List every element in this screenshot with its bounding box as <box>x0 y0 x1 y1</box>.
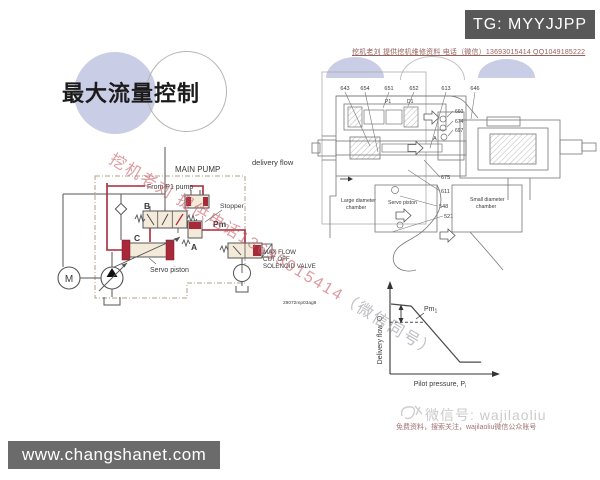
servo-piston-symbol <box>111 236 181 269</box>
delivery-flow-label: delivery flow <box>252 158 294 167</box>
solenoid-valve-symbol <box>219 242 273 293</box>
part-548: 548 <box>439 204 448 210</box>
right-part-labels: 660 674 697 <box>455 109 464 134</box>
semicircle-decor-1 <box>326 57 384 78</box>
delta-arrow-down <box>398 318 404 324</box>
part-646: 646 <box>470 86 479 92</box>
check-valve-icon <box>114 202 128 216</box>
tg-badge-label: TG: MYYJJPP <box>472 15 588 33</box>
valve-a-label: A <box>191 242 197 252</box>
chart-y-label: Delivery flow, Q <box>377 315 384 364</box>
y-axis-arrow <box>387 281 393 289</box>
pm-label: Pm <box>213 219 227 229</box>
pm-pointer <box>415 312 425 320</box>
solenoid-label-1: MAX FLOW <box>263 249 296 256</box>
chamber-region <box>340 176 523 272</box>
header-note: 挖机老刘 提供挖机维修资料 电话（微信）13693015414 QQ104918… <box>352 49 586 56</box>
solenoid-label-3: SOLENOID VALVE <box>263 263 316 270</box>
pump-symbol <box>98 262 128 306</box>
chart-x-label: Pilot pressure, Pi <box>414 381 466 390</box>
stopper-label: Stopper <box>220 203 245 210</box>
wechat-note-watermark: 免费资料，搜索关注，wajilaoliu微信公众账号 <box>396 424 537 431</box>
chamber-labels: Large diameter chamber Servo piston Smal… <box>341 197 505 211</box>
part-521: 521 <box>444 214 453 220</box>
main-pump-boundary <box>94 175 246 299</box>
valve-c-label: C <box>134 233 140 243</box>
servo-piston-section-label: Servo piston <box>388 200 417 206</box>
valve-a <box>181 220 203 248</box>
semicircle-decor-3 <box>478 59 535 78</box>
large-chamber-label-2: chamber <box>346 205 366 211</box>
part-643: 643 <box>340 86 349 92</box>
label-a: A <box>433 136 437 142</box>
part-code: 29072mp03ag8 <box>283 300 317 306</box>
chart-axes <box>389 284 494 375</box>
pilot-lines-red <box>106 183 246 251</box>
main-pump-label: MAIN PUMP <box>175 165 220 174</box>
large-chamber-label-1: Large diameter <box>341 198 376 204</box>
pm-annotation-sub: 1 <box>435 309 438 315</box>
chart-pm-annotation: Pm1 <box>424 306 438 315</box>
part-660: 660 <box>455 109 464 115</box>
part-611: 611 <box>441 189 450 195</box>
mid-part-labels: 675 611 548 521 <box>439 175 453 220</box>
part-675: 675 <box>441 175 450 181</box>
right-label-leaders <box>446 110 454 137</box>
hydraulic-schematic: MAIN PUMP delivery flow From P1 pump <box>57 147 317 306</box>
pump-cross-section: 643 654 651 652 613 646 P1 D1 660 674 69… <box>311 71 597 272</box>
motor-label: M <box>65 274 73 285</box>
port-d1: D1 <box>407 99 414 105</box>
wechat-id-watermark: 微信号: wajilaoliu <box>425 407 547 423</box>
spool-bore <box>343 103 447 131</box>
solenoid-label-2: CUT OFF <box>263 256 290 263</box>
part-651: 651 <box>384 86 393 92</box>
x-label-sub: i <box>465 384 466 390</box>
port-p1: P1 <box>385 99 391 105</box>
page-title: 最大流量控制 <box>62 81 201 106</box>
decor-circle-outline <box>146 51 227 132</box>
delta-arrow-up <box>398 304 404 310</box>
tg-badge: TG: MYYJJPP <box>465 10 595 39</box>
part-654: 654 <box>360 86 369 92</box>
sensing-block <box>437 111 465 161</box>
footer-url-bar: www.changshanet.com <box>8 441 220 469</box>
scribble-logo <box>400 405 423 420</box>
motor-symbol <box>57 266 81 290</box>
top-part-labels: 643 654 651 652 613 646 <box>340 86 479 92</box>
housing-outline <box>311 95 597 271</box>
small-chamber-label-2: chamber <box>476 204 496 210</box>
pm-annotation-main: Pm <box>424 306 435 313</box>
flow-pressure-chart: Pm1 Delivery flow, Q Pilot pressure, Pi <box>377 281 500 390</box>
from-p1-label: From P1 pump <box>147 184 193 191</box>
stopper-leader <box>204 209 223 223</box>
servo-piston-leader <box>148 257 157 265</box>
x-label-main: Pilot pressure, P <box>414 381 466 388</box>
part-674: 674 <box>455 119 464 125</box>
x-axis-arrow <box>492 371 500 377</box>
part-652: 652 <box>409 86 418 92</box>
top-label-leaders <box>344 91 476 153</box>
footer-url: www.changshanet.com <box>22 445 207 464</box>
pipe-lines <box>62 147 166 279</box>
shaft-assembly <box>335 133 537 165</box>
small-chamber-label-1: Small diameter <box>470 197 505 203</box>
part-697: 697 <box>455 128 464 134</box>
decor-circle-filled <box>74 52 156 134</box>
mid-label-leaders <box>391 159 444 233</box>
pilot-valve <box>184 190 210 209</box>
valve-b-label: B <box>144 201 150 211</box>
servo-piston-label: Servo piston <box>150 267 189 274</box>
part-613: 613 <box>441 86 450 92</box>
